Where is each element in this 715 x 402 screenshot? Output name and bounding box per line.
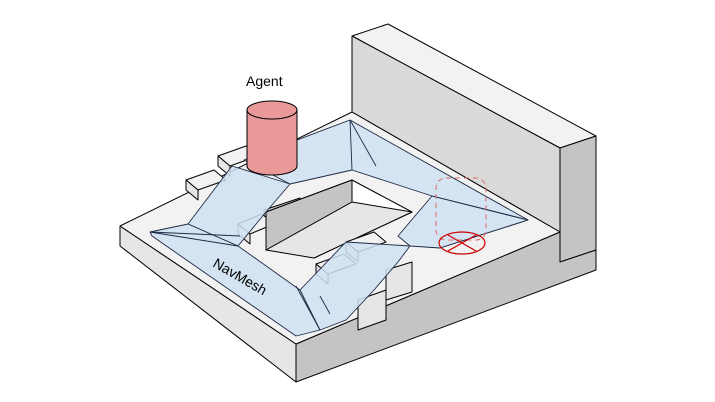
navmesh-right-ramp <box>299 241 411 331</box>
target-circle <box>438 231 486 255</box>
navmesh-edge <box>439 219 529 249</box>
agent-label: Agent <box>246 73 283 89</box>
agent-body <box>246 109 298 176</box>
agent-cylinder-icon <box>246 100 298 176</box>
navmesh-edge <box>431 195 529 221</box>
navmesh-edge <box>149 231 239 247</box>
back-wall-right <box>559 135 597 263</box>
navmesh-edge <box>349 119 353 171</box>
navmesh-edge <box>295 285 321 331</box>
ghost-agent-outline <box>435 177 487 241</box>
left-step-lower-riser <box>185 179 199 201</box>
navmesh-edge <box>149 231 241 237</box>
level-geometry <box>119 23 597 383</box>
navmesh-edge <box>349 119 377 167</box>
navmesh-overlay <box>149 119 529 337</box>
agent-top <box>246 100 298 120</box>
navmesh-left-ramp <box>187 165 291 247</box>
target-marker <box>435 177 487 255</box>
hole-floor-shadow <box>265 201 413 259</box>
target-cross <box>447 234 477 252</box>
navmesh-edge <box>319 295 331 315</box>
